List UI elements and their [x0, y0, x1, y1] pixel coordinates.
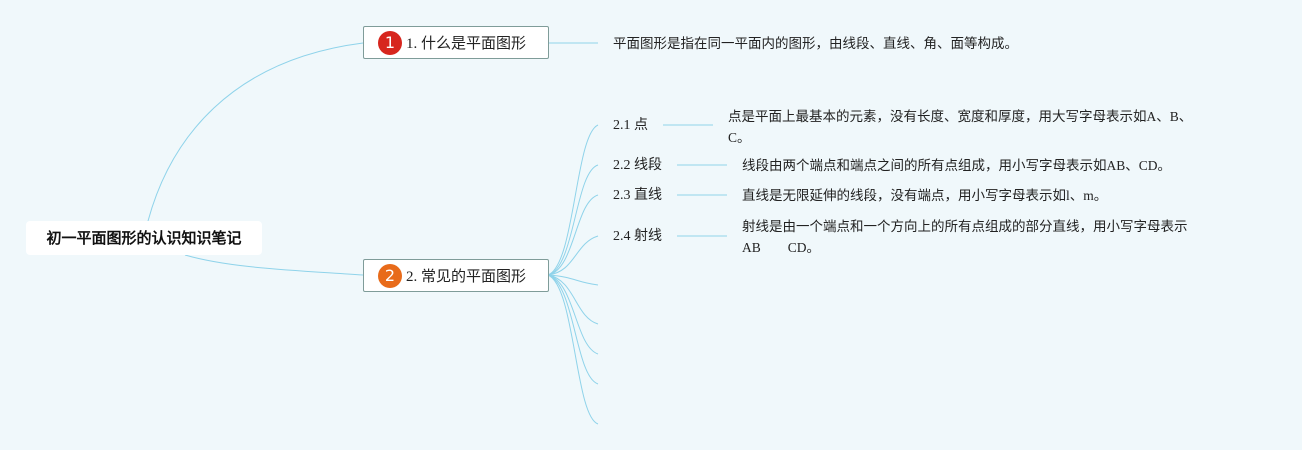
desc-point-line1: 点是平面上最基本的元素，没有长度、宽度和厚度，用大写字母表示如A、B、	[728, 109, 1193, 124]
branch-label: 2. 常见的平面图形	[406, 269, 527, 285]
subtopic-ray[interactable]: 2.4 射线	[613, 229, 662, 244]
branch-common-plane-figures[interactable]: 2 2. 常见的平面图形	[363, 259, 549, 292]
desc-point-line2: C。	[728, 130, 751, 145]
desc-segment-line1: 线段由两个端点和端点之间的所有点组成，用小写字母表示如AB、CD。	[742, 158, 1172, 173]
desc-line[interactable]: 直线是无限延伸的线段，没有端点，用小写字母表示如l、m。	[742, 185, 1107, 206]
branch-label: 1. 什么是平面图形	[406, 36, 527, 52]
desc-point[interactable]: 点是平面上最基本的元素，没有长度、宽度和厚度，用大写字母表示如A、B、 C。	[728, 106, 1218, 148]
connector-root-branch1	[147, 42, 364, 222]
root-topic[interactable]: 初一平面图形的认识知识笔记	[26, 221, 262, 255]
desc-ray-line1: 射线是由一个端点和一个方向上的所有点组成的部分直线，用小写字母表示	[742, 219, 1188, 234]
desc-segment[interactable]: 线段由两个端点和端点之间的所有点组成，用小写字母表示如AB、CD。	[742, 155, 1171, 176]
definition-text[interactable]: 平面图形是指在同一平面内的图形，由线段、直线、角、面等构成。	[613, 36, 1018, 51]
subtopic-segment[interactable]: 2.2 线段	[613, 158, 662, 173]
connector-branch2-empty3	[547, 274, 599, 355]
connector-branch2-empty1	[547, 274, 599, 286]
connector-branch2-sub4	[547, 235, 599, 276]
connector-branch2-sub3	[547, 194, 599, 276]
connector-branch2-empty5	[547, 274, 599, 425]
number-badge-2: 2	[378, 263, 402, 288]
number-badge-1: 1	[378, 30, 402, 55]
connector-root-branch2	[184, 254, 364, 276]
connector-branch2-empty2	[547, 274, 599, 325]
subtopic-point[interactable]: 2.1 点	[613, 118, 648, 133]
connector-branch2-sub2	[547, 164, 599, 276]
desc-line-line1: 直线是无限延伸的线段，没有端点，用小写字母表示如l、m。	[742, 188, 1108, 203]
desc-ray-line2: AB CD。	[742, 240, 821, 255]
connector-branch2-empty4	[547, 274, 599, 385]
desc-ray[interactable]: 射线是由一个端点和一个方向上的所有点组成的部分直线，用小写字母表示 AB CD。	[742, 216, 1212, 258]
connector-branch2-sub1	[547, 124, 599, 276]
subtopic-line[interactable]: 2.3 直线	[613, 188, 662, 203]
branch-what-is-plane-figure[interactable]: 1 1. 什么是平面图形	[363, 26, 549, 59]
